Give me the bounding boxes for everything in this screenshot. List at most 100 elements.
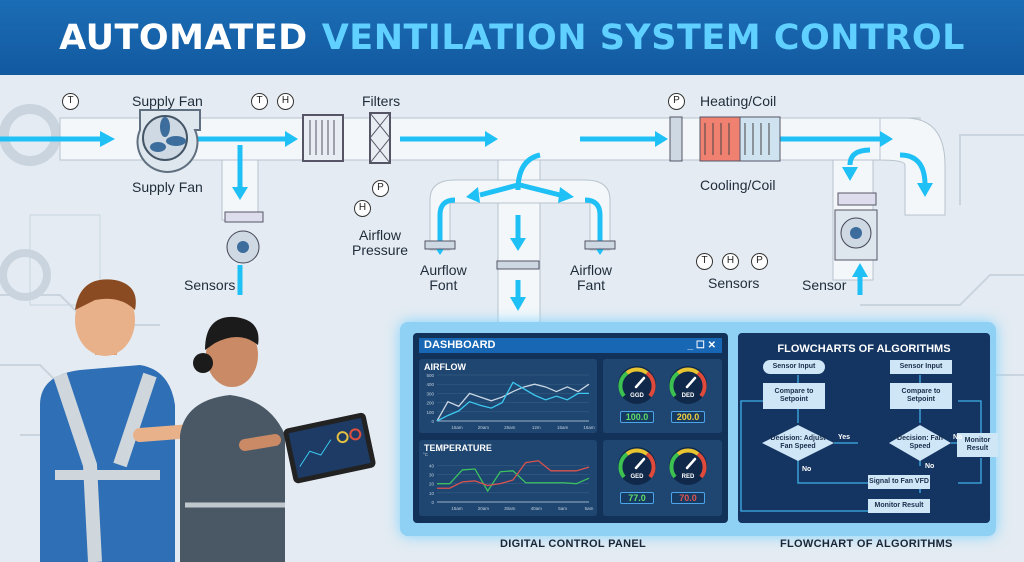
gauge-icon: [618, 447, 656, 485]
gauge-value: 200.0: [671, 411, 705, 423]
y-tick-label: 20: [429, 482, 435, 487]
gauge-red-arc: [645, 452, 656, 479]
y-tick-label: 10: [429, 491, 435, 496]
duct-system-illustration: [0, 104, 1024, 562]
sensor-label: Sensor: [802, 277, 847, 293]
flow-monitor-bottom: Monitor Result: [868, 499, 930, 513]
series-line-b: [436, 381, 589, 422]
digital-control-panel-caption: DIGITAL CONTROL PANEL: [500, 538, 647, 550]
supply-fan-label-bottom: Supply Fan: [132, 179, 203, 195]
x-tick-label: 5am: [558, 506, 567, 511]
gauge-label: GGD: [630, 393, 644, 399]
gauge-icon: [669, 366, 707, 404]
y-tick-label: 300: [426, 391, 434, 396]
gauge-red-arc: [645, 371, 656, 398]
gauge-icon: [669, 447, 707, 485]
gauge-label: DED: [681, 393, 695, 399]
flow-decision-2: Decision: Fan Speed: [897, 435, 943, 450]
heating-coil-label: Heating/Coil: [700, 93, 777, 109]
y-tick-label: 0: [431, 419, 434, 424]
gauge-yellow-arc: [676, 367, 700, 375]
gauge-label: RED: [681, 474, 695, 480]
x-tick-label: 40am: [531, 506, 543, 511]
title-part2: VENTILATION SYSTEM CONTROL: [321, 17, 965, 58]
cooling-coil-label: Cooling/Coil: [700, 177, 776, 193]
x-tick-label: 20am: [478, 506, 490, 511]
filter-icons: [302, 112, 391, 164]
gauge-value: 77.0: [620, 492, 654, 504]
supply-fan-label-top: Supply Fan: [132, 93, 203, 109]
gauge-needle: [634, 376, 646, 389]
gauge-value: 70.0: [671, 492, 705, 504]
gauge-needle: [685, 376, 697, 389]
flow-no-label: No: [953, 434, 963, 441]
gauge-label: GED: [630, 474, 644, 480]
gauge-green-arc: [618, 371, 629, 398]
humidity-sensor-icon: H: [354, 200, 371, 217]
gauge-yellow-arc: [676, 448, 700, 456]
humidity-sensor-icon: H: [722, 253, 739, 270]
airflow-fant-line2: Fant: [577, 277, 606, 293]
flow-no-label: No: [925, 463, 935, 470]
coil-icons: [669, 116, 781, 162]
temperature-sensor-icon: T: [696, 253, 713, 270]
gauge-green-arc: [618, 452, 629, 479]
flowchart-connectors: [740, 375, 982, 512]
flowchart-panel: FLOWCHARTS OF ALGORITHMS Sensor Input Se…: [738, 333, 998, 523]
flow-sensor-input-2: Sensor Input: [890, 360, 952, 374]
gauge-needle: [685, 457, 697, 470]
gauge-green-arc: [669, 371, 680, 398]
x-tick-label: 5am: [585, 506, 594, 511]
x-tick-label: 15am: [451, 425, 463, 430]
aurflow-font-line1: Aurflow: [420, 262, 467, 278]
sensors-left-label: Sensors: [184, 277, 236, 293]
gauge-value: 100.0: [620, 411, 654, 423]
title-banner: AUTOMATED VENTILATION SYSTEM CONTROL: [0, 0, 1024, 75]
series-line-red: [437, 460, 590, 489]
airflow-fant-line1: Airflow: [570, 262, 613, 278]
flow-compare-1: Compare to Setpoint: [763, 383, 825, 409]
temperature-sensor-icon: T: [62, 93, 79, 110]
flow-signal-vfd: Signal to Fan VFD: [868, 475, 930, 489]
flow-compare-2: Compare to Setpoint: [890, 383, 952, 409]
supply-fan-icon: [136, 109, 201, 173]
gauge-yellow-arc: [625, 367, 649, 375]
flow-monitor-right: Monitor Result: [957, 433, 998, 457]
series-line-a: [436, 383, 590, 422]
series-line-green: [437, 468, 590, 493]
aurflow-font-line2: Font: [429, 277, 458, 293]
x-tick-label: 25am: [504, 425, 516, 430]
y-tick-label: 400: [426, 382, 434, 387]
airflow-arrows: [0, 131, 933, 311]
y-tick-label: 30: [429, 473, 435, 478]
y-tick-label: 200: [426, 401, 434, 406]
gauge-icon: [618, 366, 656, 404]
y-tick-label: 0: [431, 500, 434, 505]
flowchart-caption: FLOWCHART OF ALGORITHMS: [780, 538, 953, 550]
gauge-needle: [634, 457, 646, 470]
window-controls[interactable]: _ ☐ ✕: [687, 340, 716, 351]
pressure-sensor-icon: P: [372, 180, 389, 197]
y-tick-label: 100: [426, 410, 434, 415]
pressure-sensor-icon: P: [751, 253, 768, 270]
airflow-pressure-line2: Pressure: [352, 242, 409, 258]
flow-no-label: No: [802, 466, 812, 473]
airflow-pressure-line1: Airflow: [359, 227, 402, 243]
dashboard-titlebar: DASHBOARD _ ☐ ✕: [419, 338, 722, 353]
gauge-green-arc: [669, 452, 680, 479]
humidity-sensor-icon: H: [277, 93, 294, 110]
gauge-yellow-arc: [625, 448, 649, 456]
x-tick-label: 30am: [504, 506, 516, 511]
pressure-sensor-icon: P: [668, 93, 685, 110]
gauge-red-arc: [696, 452, 707, 479]
dashboard-title: DASHBOARD: [424, 339, 496, 351]
gauge-red-arc: [696, 371, 707, 398]
airflow-chart-title: AIRFLOW: [424, 362, 466, 372]
x-tick-label: 16am: [583, 425, 595, 430]
